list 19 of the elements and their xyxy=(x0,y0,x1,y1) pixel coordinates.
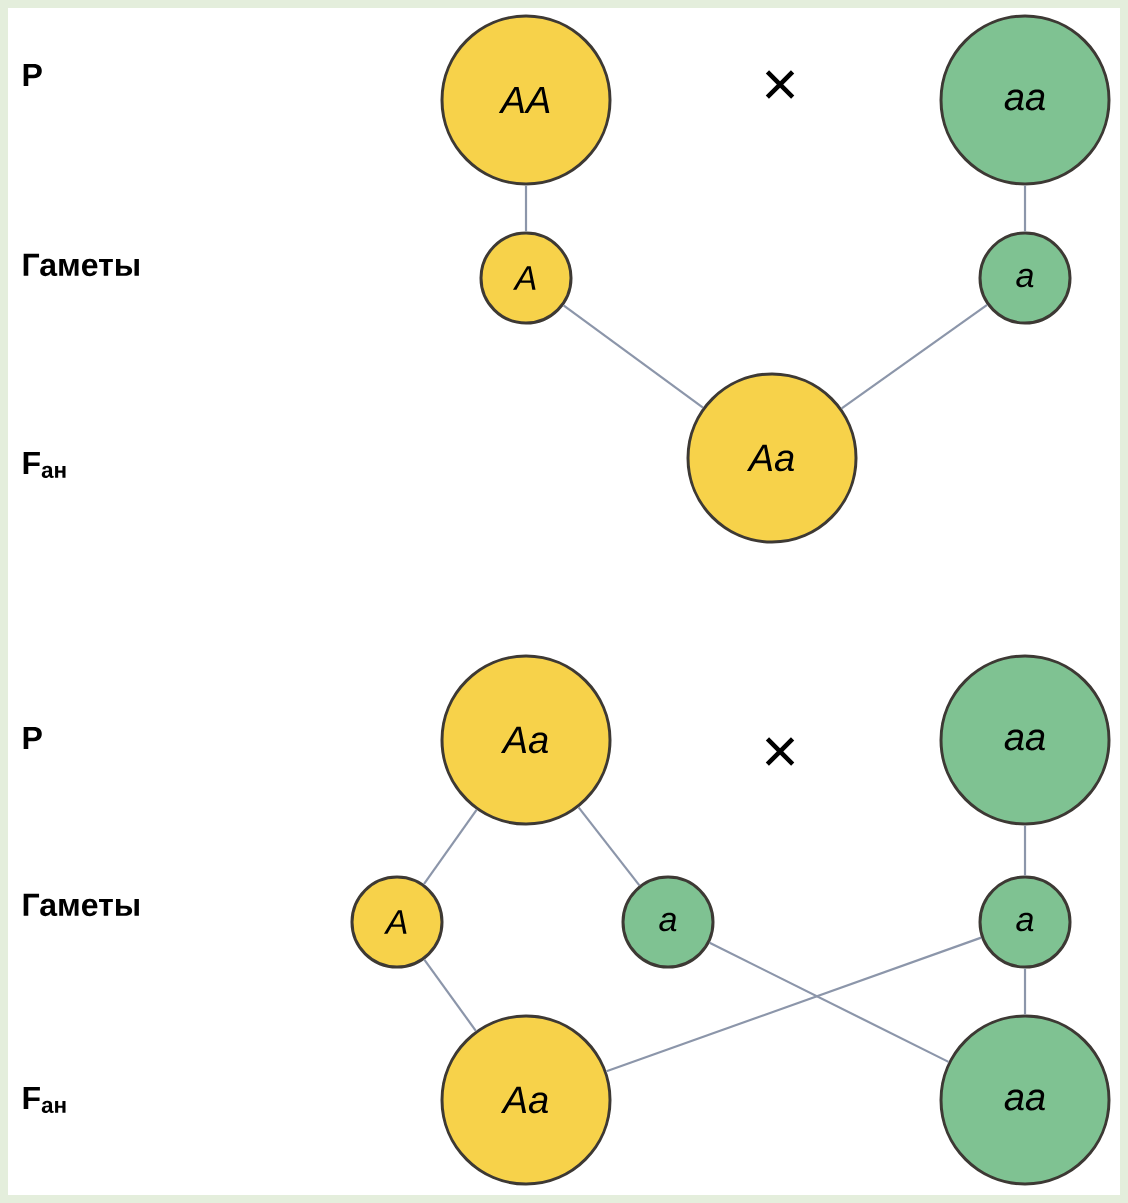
row-label: P xyxy=(23,64,42,86)
cross-sign: × xyxy=(765,737,795,766)
connector-line xyxy=(709,941,949,1063)
connector-line xyxy=(1023,968,1027,1015)
connector-line xyxy=(1023,185,1027,232)
row-label: P xyxy=(23,727,42,749)
connector-line xyxy=(606,936,982,1073)
cross-sign: × xyxy=(765,70,795,99)
row-label: F$_{ан}$ xyxy=(23,1087,66,1113)
connector-line xyxy=(577,806,641,887)
connector-line xyxy=(562,304,704,409)
connector-line xyxy=(841,304,988,410)
connector-line xyxy=(524,185,528,232)
connector-line xyxy=(423,959,477,1032)
row-label: Гаметы xyxy=(23,253,139,277)
connector-line xyxy=(1023,825,1027,876)
row-label: Гаметы xyxy=(23,893,139,917)
row-label: F$_{ан}$ xyxy=(23,452,66,478)
connector-line xyxy=(423,809,478,885)
